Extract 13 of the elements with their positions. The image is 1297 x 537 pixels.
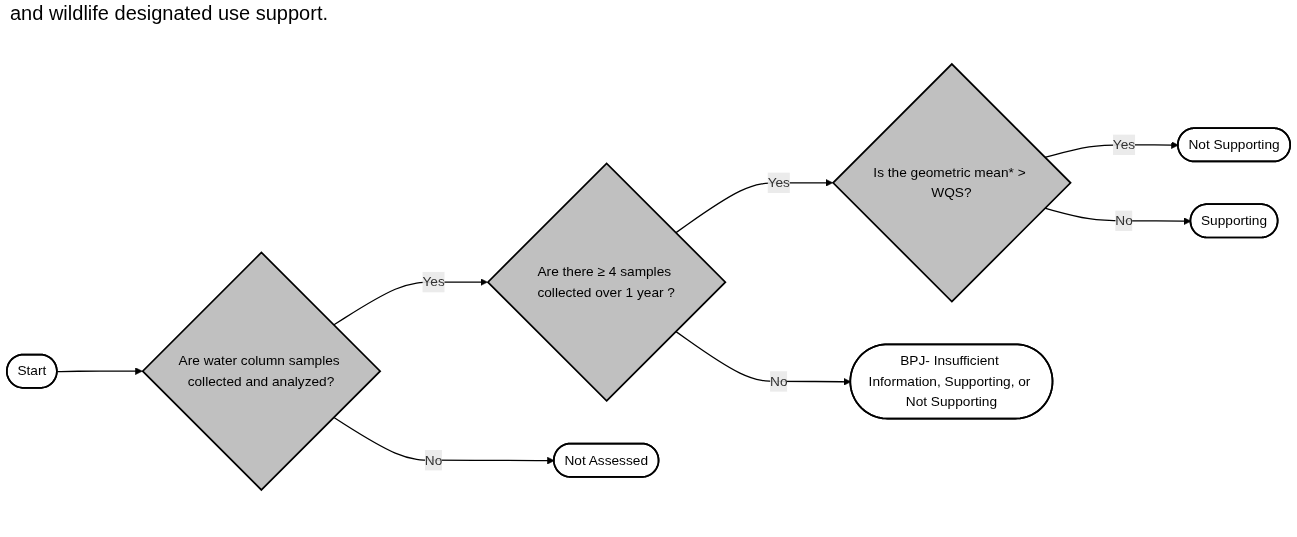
node-diamond: Are there ≥ 4 samples collected over 1 year ? <box>486 162 727 403</box>
edge-label: No <box>770 373 788 389</box>
node-diamond: Are water column samples collected and analyzed? <box>141 251 382 492</box>
node-diamond: Is the geometric mean* > WQS? <box>831 62 1072 303</box>
edge-label: Yes <box>1112 137 1136 152</box>
arrow <box>56 367 143 375</box>
edge-label: No <box>1115 213 1133 228</box>
edge-label: Yes <box>422 274 445 289</box>
edge-label: No <box>424 452 443 468</box>
edge-label: Yes <box>767 175 790 190</box>
arrow <box>675 179 833 234</box>
note-text: and wildlife designated use support. <box>10 2 329 25</box>
arrow <box>332 416 555 465</box>
